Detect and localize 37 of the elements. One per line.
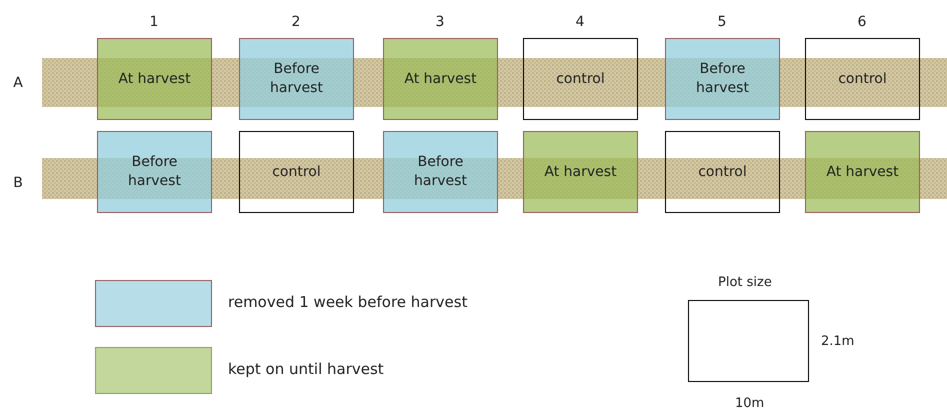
plot-size-heading: Plot size	[718, 275, 772, 290]
plot-box	[383, 131, 498, 213]
plot-box	[383, 38, 498, 120]
plot-label: control	[271, 162, 322, 182]
plot-label: control	[555, 70, 606, 88]
plot-box	[665, 131, 780, 213]
plot-label: Before harvest	[269, 60, 324, 98]
plot-box	[97, 131, 212, 213]
plot-label: At harvest	[825, 162, 900, 182]
column-number: 1	[148, 14, 160, 30]
plot-label: Before harvest	[127, 153, 182, 191]
legend-text: removed 1 week before harvest	[228, 293, 468, 311]
plot-label: Before harvest	[695, 60, 750, 98]
column-number: 4	[574, 14, 586, 30]
plot-label: At harvest	[117, 70, 192, 88]
plot-label: control	[837, 70, 888, 88]
column-number: 5	[716, 14, 728, 30]
plot-label: At harvest	[403, 70, 478, 88]
column-number: 2	[290, 14, 302, 30]
dimension-label: 10m	[735, 396, 764, 411]
plot-box	[523, 131, 638, 213]
dimension-label: 2.1m	[821, 334, 854, 349]
row-letter: A	[12, 75, 24, 91]
plot-box	[665, 38, 780, 120]
plot-box	[97, 38, 212, 120]
legend-text: kept on until harvest	[228, 360, 384, 378]
plot-box	[805, 38, 920, 120]
row-letter: B	[12, 175, 24, 191]
plot-label: At harvest	[543, 162, 618, 182]
plot-label: Before harvest	[413, 153, 468, 191]
plot-label: control	[697, 162, 748, 182]
column-number: 6	[856, 14, 868, 30]
plot-box	[239, 131, 354, 213]
plot-box	[805, 131, 920, 213]
plot-box	[239, 38, 354, 120]
plot-box	[523, 38, 638, 120]
column-number: 3	[434, 14, 446, 30]
